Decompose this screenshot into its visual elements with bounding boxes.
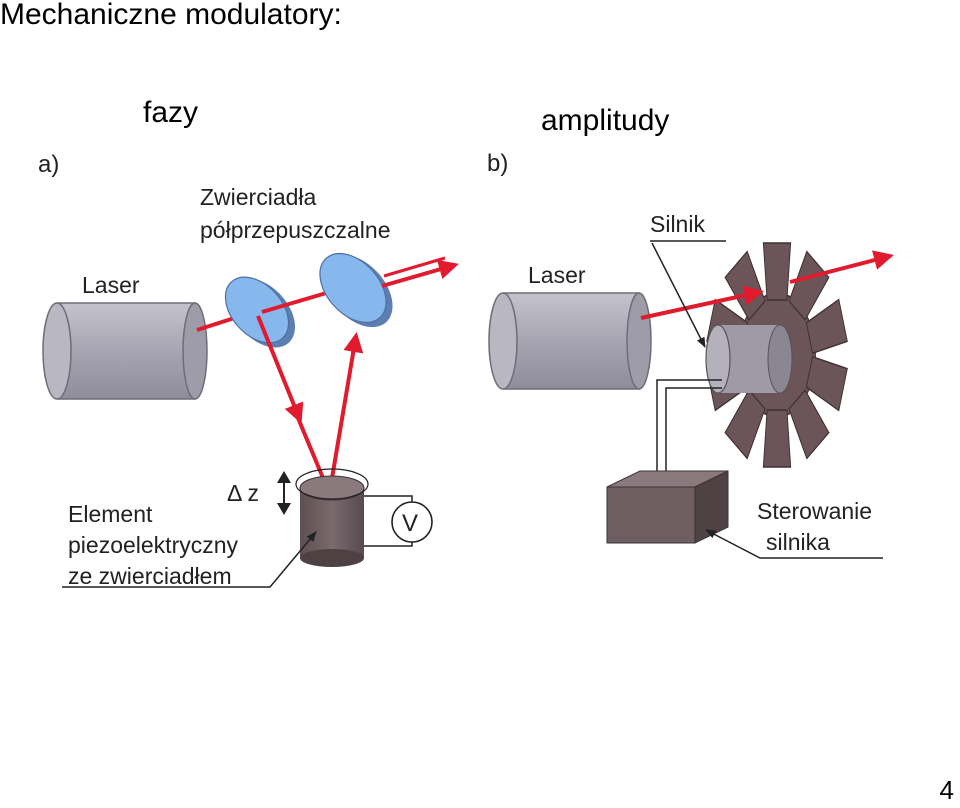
displacement-arrow-icon <box>277 471 291 515</box>
page-number: 4 <box>939 775 954 805</box>
phase-panel: a) Laser Zwierciadła półprzepuszczalne <box>38 151 459 589</box>
wire <box>665 387 722 478</box>
beam-segment <box>640 285 764 320</box>
amplitude-laser-label: Laser <box>528 262 586 288</box>
beam-segment <box>328 332 364 491</box>
control-label-line1: Sterowanie <box>757 498 872 524</box>
mirrors-label-line1: Zwierciadła <box>200 184 317 210</box>
mirrors-label-line2: półprzepuszczalne <box>200 217 391 243</box>
voltmeter-label: V <box>402 510 418 537</box>
amplitude-panel: b) Laser Silnik <box>487 150 894 559</box>
motor-label: Silnik <box>650 211 705 237</box>
wire <box>364 541 413 547</box>
phase-panel-tag: a) <box>38 151 59 178</box>
controller-pointer <box>705 529 883 559</box>
beam-segment <box>256 315 304 424</box>
output-beam <box>789 250 894 284</box>
phase-heading: fazy <box>143 96 199 129</box>
phase-laser-label: Laser <box>82 272 140 298</box>
delta-z-label: Δ z <box>227 480 259 506</box>
piezo-label-line3: ze zwierciadłem <box>68 563 232 589</box>
output-beam-1 <box>381 259 459 288</box>
motor <box>705 324 793 394</box>
wire <box>364 495 413 503</box>
output-beam-2 <box>383 256 446 278</box>
piezo-pointer <box>62 531 317 588</box>
motor-pointer <box>651 242 706 348</box>
piezo-element <box>295 468 369 567</box>
phase-laser <box>42 302 208 400</box>
semi-transparent-mirror-1 <box>224 276 296 348</box>
amplitude-laser <box>488 292 652 390</box>
control-label-line2: silnika <box>766 529 830 555</box>
piezo-label-line2: piezoelektryczny <box>68 532 239 558</box>
voltmeter: V <box>391 501 433 543</box>
amplitude-panel-tag: b) <box>487 150 508 177</box>
motor-controller <box>606 470 729 544</box>
piezo-label-line1: Element <box>68 501 153 527</box>
semi-transparent-mirror-2 <box>319 252 393 328</box>
amplitude-heading: amplitudy <box>541 104 670 137</box>
slide-title: Mechaniczne modulatory: <box>0 0 342 31</box>
wire <box>656 379 722 478</box>
